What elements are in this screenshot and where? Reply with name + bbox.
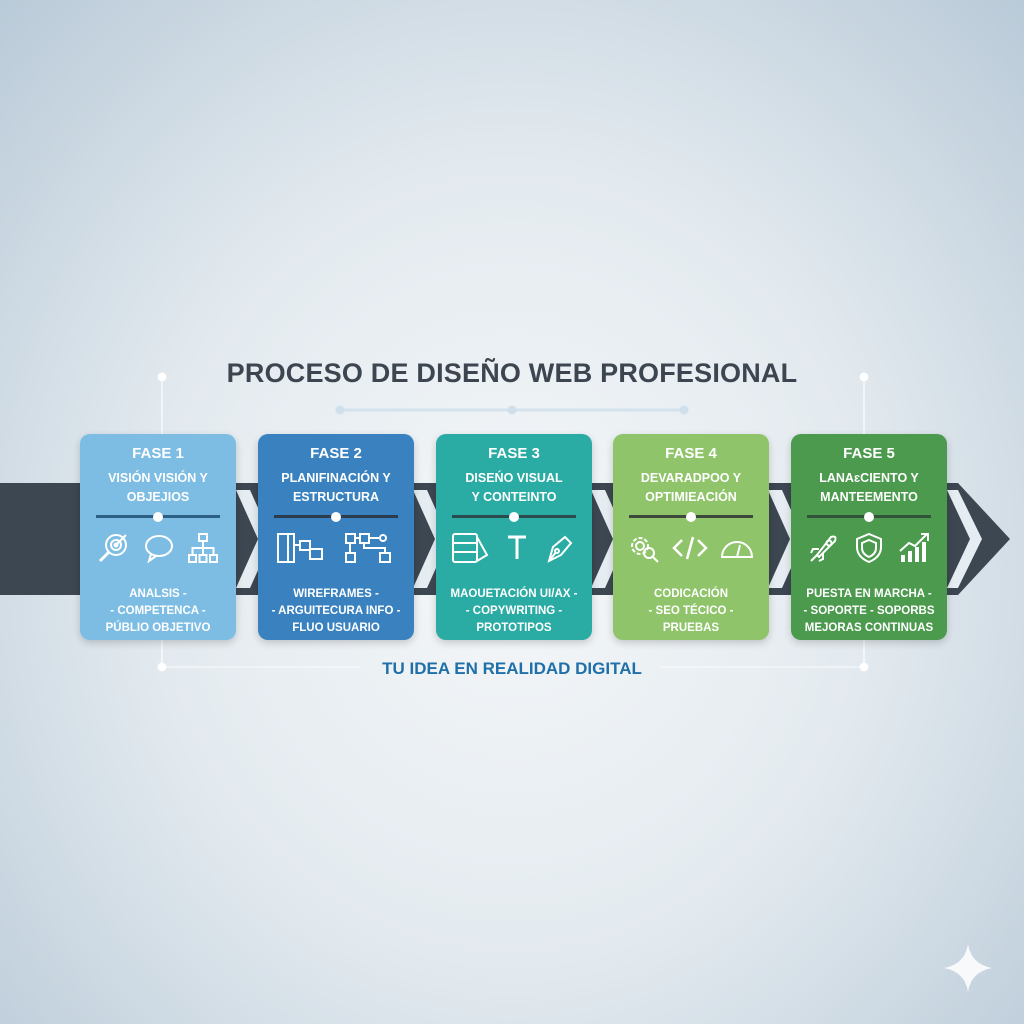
phase-label: FASE 4 [665, 445, 717, 462]
phase-item: - COPYWRITING - [465, 605, 563, 617]
title-divider [335, 405, 689, 415]
phase-item: - ARGUITECURA INFO - [271, 605, 401, 617]
phase-item: PRUEBAS [662, 622, 720, 634]
phase-icons [446, 530, 582, 566]
phase-item: PUESTA EN MARCHA - [806, 588, 932, 600]
phase-item: PÚBLIO OBJETIVO [105, 622, 211, 634]
phase-divider [807, 511, 931, 522]
phase-icons [801, 530, 937, 566]
gear-search-icon [631, 537, 660, 563]
phase-divider [629, 511, 753, 522]
flowchart-icon [345, 533, 391, 563]
growth-chart-icon [899, 533, 930, 562]
phase-name-line1: DISEŃO VISUAL [465, 471, 563, 485]
phase-item: - SEO TÉCICO - [648, 605, 734, 617]
phase-name-line1: VISIÓN VISIÓN Y [108, 471, 208, 485]
phase-name: DISEŃO VISUAL Y CONTEINTO [436, 469, 592, 507]
phase-item: MAOUETACIÓN UI/AX - [450, 588, 578, 600]
phase-name: PLANIFINACIÓN Y ESTRUCTURA [258, 469, 414, 507]
phase-items: PUESTA EN MARCHA - - SOPORTE - SOPORBS MEJ… [791, 586, 947, 637]
phase-card-5: FASE 5 LANAɛCIENTO Y MANTEEMENTO PUESTA E… [791, 434, 947, 640]
phase-item: CODICACIÓN [653, 588, 729, 600]
phase-label: FASE 5 [843, 445, 895, 462]
phase-name-line1: DEVARADPOO Y [640, 471, 742, 485]
org-chart-icon [188, 533, 219, 563]
typography-icon [507, 535, 526, 559]
phase-name: LANAɛCIENTO Y MANTEEMENTO [791, 469, 947, 507]
sparkle-icon [944, 944, 992, 992]
phase-name-line1: PLANIFINACIÓN Y [281, 471, 391, 485]
phase-item: - SOPORTE - SOPORBS [803, 605, 935, 617]
phase-items: ANALSIS - - COMPETENCA - PÚBLIO OBJETIVO [80, 586, 236, 637]
shield-icon [855, 532, 882, 564]
phase-label: FASE 2 [310, 445, 362, 462]
phase-divider [274, 511, 398, 522]
phase-name-line2: ESTRUCTURA [292, 490, 380, 504]
phase-divider [452, 511, 576, 522]
phase-name-line2: MANTEEMENTO [820, 490, 918, 504]
phase-item: MEJORAS CONTINUAS [804, 622, 934, 634]
phase-name-line2: OBJEJIOS [126, 490, 190, 504]
phase-name-line2: Y CONTEINTO [471, 490, 557, 504]
phase-card-2: FASE 2 PLANIFINACIÓN Y ESTRUCTURA WIREFRA… [258, 434, 414, 640]
phase-item: WIREFRAMES - [293, 588, 379, 600]
speech-bubble-icon [144, 535, 173, 564]
phase-items: MAOUETACIÓN UI/AX - - COPYWRITING - PROTOT… [436, 586, 592, 637]
layout-icon [451, 533, 489, 563]
phase-name: VISIÓN VISIÓN Y OBJEJIOS [80, 469, 236, 507]
phase-items: CODICACIÓN - SEO TÉCICO - PRUEBAS [613, 586, 769, 637]
phase-item: PROTOTIPOS [476, 622, 552, 634]
phase-label: FASE 3 [488, 445, 540, 462]
phase-items: WIREFRAMES - - ARGUITECURA INFO - FLUO USU… [258, 586, 414, 637]
phase-icons [268, 530, 404, 566]
tagline: TU IDEA EN REALIDAD DIGITAL [382, 659, 642, 678]
phase-card-1: FASE 1 VISIÓN VISIÓN Y OBJEJIOS ANALSIS -… [80, 434, 236, 640]
speedometer-icon [720, 541, 753, 558]
wireframe-icon [277, 533, 323, 563]
phase-divider [96, 511, 220, 522]
phase-label: FASE 1 [132, 445, 184, 462]
phase-item: - COMPETENCA - [110, 605, 206, 617]
phase-icons [623, 530, 759, 566]
phase-card-3: FASE 3 DISEŃO VISUAL Y CONTEINTO MAOUETAC… [436, 434, 592, 640]
phase-name-line2: OPTIMIEACIÓN [645, 490, 737, 504]
phase-item: ANALSIS - [129, 588, 187, 600]
connector-lines [157, 372, 869, 672]
phase-item: FLUO USUARIO [292, 622, 380, 634]
phase-icons [90, 530, 226, 566]
phase-name: DEVARADPOO Y OPTIMIEACIÓN [613, 469, 769, 507]
phase-name-line1: LANAɛCIENTO Y [819, 471, 919, 485]
phase-card-4: FASE 4 DEVARADPOO Y OPTIMIEACIÓN CODICACI… [613, 434, 769, 640]
rocket-icon [809, 535, 837, 562]
page-title: PROCESO DE DISEÑO WEB PROFESIONAL [226, 358, 798, 388]
target-search-icon [98, 534, 127, 563]
pen-icon [547, 535, 573, 563]
code-icon [672, 536, 708, 560]
